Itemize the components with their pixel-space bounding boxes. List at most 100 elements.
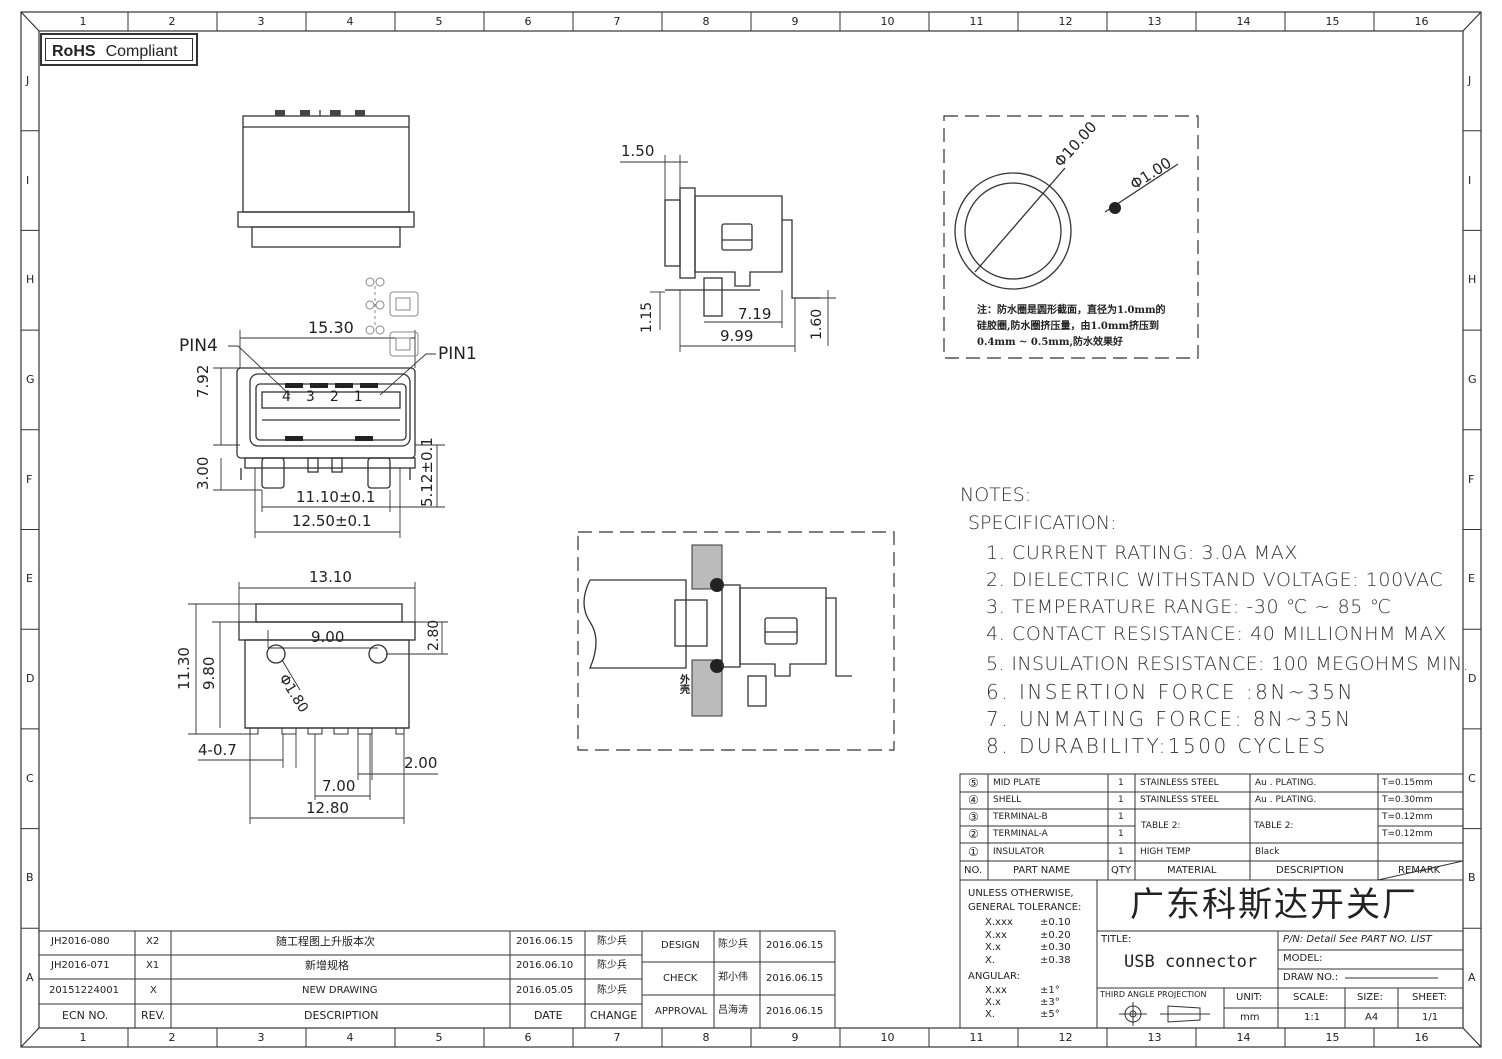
- zone-column-label: 7: [613, 15, 621, 28]
- angular-value: ±5°: [1040, 1009, 1060, 1020]
- bom-material: HIGH TEMP: [1140, 847, 1191, 857]
- zone-column-label: 12: [1058, 1031, 1073, 1044]
- zone-row-label: A: [1468, 971, 1476, 985]
- bom-name: MID PLATE: [993, 778, 1041, 788]
- rev-ecn: 20151224001: [49, 985, 119, 996]
- rev-change: 陈少兵: [597, 960, 627, 971]
- dim-height: 7.92: [194, 364, 212, 398]
- bom-qty: 1: [1118, 795, 1124, 805]
- bom-name: TERMINAL-B: [993, 812, 1048, 822]
- seal-section-dot: [1109, 202, 1121, 214]
- side-dim-d2: 9.99: [720, 327, 754, 345]
- dim-outer: 12.50±0.1: [292, 512, 372, 530]
- bom-remark: T=0.12mm: [1382, 829, 1433, 839]
- bom-name: SHELL: [993, 795, 1022, 805]
- side-dim-left: 1.15: [639, 301, 655, 333]
- zone-column-label: 2: [168, 15, 176, 28]
- zone-column-label: 7: [613, 1031, 621, 1044]
- view-handles: [365, 277, 419, 357]
- zone-row-label: I: [26, 173, 30, 187]
- rev-date: 2016.06.15: [516, 936, 574, 947]
- signoff-date: 2016.06.15: [766, 973, 824, 984]
- zone-row-label: B: [26, 871, 34, 885]
- signoff-name: 郑小伟: [718, 972, 748, 983]
- bom-header-no: NO.: [964, 865, 983, 876]
- bom-remark: T=0.15mm: [1382, 778, 1433, 788]
- zone-row-label: E: [26, 572, 33, 586]
- rev-change: 陈少兵: [597, 985, 627, 996]
- bom-desc: Au . PLATING.: [1255, 778, 1317, 788]
- zone-row-label: A: [26, 971, 34, 985]
- tolerance-key: X.: [985, 955, 996, 966]
- zone-column-label: 14: [1236, 15, 1251, 28]
- tolerance-value: ±0.20: [1040, 930, 1071, 941]
- zone-column-label: 9: [791, 15, 799, 28]
- pin-number: 1: [353, 389, 378, 405]
- side-dim-right: 1.60: [809, 308, 825, 340]
- notes-item: 5. INSULATION RESISTANCE: 100 MEGOHMS MI…: [986, 653, 1470, 675]
- zone-column-label: 12: [1058, 15, 1073, 28]
- bottom-dim-h1: 11.30: [175, 647, 193, 690]
- bom-header-material: MATERIAL: [1167, 865, 1217, 876]
- rev-desc: 新增规格: [305, 959, 349, 972]
- zone-column-label: 13: [1147, 15, 1162, 28]
- notes-item: 1. CURRENT RATING: 3.0A MAX: [986, 542, 1299, 564]
- rev-desc: 随工程图上升版本次: [276, 935, 375, 948]
- tolerance-key: X.x: [985, 942, 1001, 953]
- zone-column-label: 13: [1147, 1031, 1162, 1044]
- projection-label: THIRD ANGLE PROJECTION: [1100, 990, 1207, 999]
- bom-material: STAINLESS STEEL: [1140, 795, 1219, 805]
- bottom-dim-holes: 9.00: [311, 628, 345, 646]
- zone-column-label: 1: [79, 15, 87, 28]
- rev-desc: NEW DRAWING: [302, 985, 378, 996]
- signoff-date: 2016.06.15: [766, 940, 824, 951]
- signoff-role: DESIGN: [661, 940, 700, 951]
- pin-number: 3: [305, 389, 330, 405]
- dim-width: 15.30: [308, 318, 354, 337]
- tolerance-key: X.xx: [985, 930, 1007, 941]
- notes-subtitle: SPECIFICATION:: [968, 512, 1117, 534]
- bom-desc: Au . PLATING.: [1255, 795, 1317, 805]
- bom-no: ④: [968, 793, 979, 807]
- rev-ecn: JH2016-071: [51, 960, 110, 971]
- tolerance-key: X.xxx: [985, 917, 1013, 928]
- notes-item: 8. DURABILITY:1500 CYCLES: [986, 734, 1328, 758]
- zone-row-label: I: [1468, 173, 1472, 187]
- bom-header-desc: DESCRIPTION: [1276, 865, 1344, 876]
- bom-no: ①: [968, 845, 979, 859]
- seal-ring: [954, 163, 1179, 290]
- front-view-dims: [213, 330, 445, 538]
- bom-table2-desc: TABLE 2:: [1254, 821, 1294, 831]
- signoff-date: 2016.06.15: [766, 1006, 824, 1017]
- dim-leg: 3.00: [194, 456, 212, 490]
- zone-row-label: F: [1468, 472, 1475, 486]
- bom-remark: T=0.12mm: [1382, 812, 1433, 822]
- unit-label: UNIT:: [1236, 992, 1263, 1003]
- bom-header-name: PART NAME: [1013, 865, 1071, 876]
- zone-column-label: 10: [880, 15, 895, 28]
- bottom-dim-pins: 4-0.7: [198, 741, 237, 759]
- unit-value: mm: [1240, 1012, 1260, 1023]
- zone-row-label: C: [26, 771, 34, 785]
- angular-key: X.: [985, 1009, 996, 1020]
- bom-name: TERMINAL-A: [993, 829, 1048, 839]
- bom-remark: T=0.30mm: [1382, 795, 1433, 805]
- zone-row-label: D: [1468, 672, 1477, 686]
- zone-row-label: C: [1468, 771, 1476, 785]
- bom-qty: 1: [1118, 812, 1124, 822]
- bom-desc: Black: [1255, 847, 1280, 857]
- rev-date: 2016.06.10: [516, 960, 574, 971]
- rev-rev: X1: [146, 960, 160, 971]
- notes-item: 3. TEMPERATURE RANGE: -30 ℃ ~ 85 ℃: [986, 596, 1392, 618]
- notes-item: 4. CONTACT RESISTANCE: 40 MILLIONHM MAX: [986, 623, 1447, 645]
- zone-column-label: 8: [702, 1031, 710, 1044]
- zone-row-label: G: [26, 372, 35, 386]
- zone-column-label: 11: [969, 15, 984, 28]
- pin-number: 4: [282, 389, 306, 405]
- bottom-dim-span: 7.00: [322, 777, 356, 795]
- notes-item: 6. INSERTION FORCE :8N~35N: [986, 680, 1355, 704]
- side-view-dims: [620, 155, 836, 352]
- angular-title: ANGULAR:: [968, 971, 1021, 982]
- scale-value: 1:1: [1304, 1012, 1321, 1023]
